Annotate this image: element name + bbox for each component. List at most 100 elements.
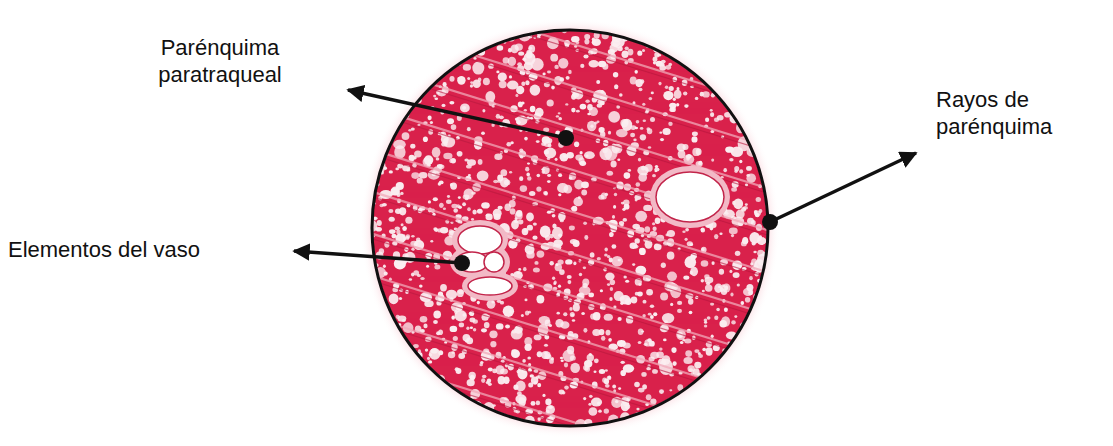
cell-lumen [608, 338, 612, 342]
cell-lumen [398, 80, 402, 83]
cell-lumen [710, 109, 713, 112]
cell-lumen [524, 109, 527, 112]
cell-lumen [516, 210, 522, 217]
ray-wall [360, 235, 780, 365]
cell-lumen [558, 234, 562, 237]
cell-lumen [389, 217, 395, 222]
cell-lumen [717, 29, 727, 37]
cell-lumen [426, 265, 429, 268]
cell-lumen [673, 98, 676, 101]
cell-lumen [580, 151, 583, 154]
cell-lumen [470, 405, 476, 410]
cell-lumen [736, 210, 745, 219]
cell-lumen [569, 307, 572, 311]
cell-lumen [545, 235, 550, 241]
cell-lumen [395, 168, 399, 171]
cell-lumen [694, 383, 706, 395]
cell-lumen [558, 173, 562, 177]
cell-lumen [618, 387, 621, 390]
cell-lumen [536, 186, 541, 191]
cell-lumen [423, 59, 426, 62]
cell-lumen [442, 104, 446, 107]
cell-lumen [617, 159, 620, 161]
cell-lumen [614, 193, 617, 197]
vessel-element [468, 277, 512, 295]
cell-lumen [724, 68, 728, 72]
cell-lumen [386, 357, 392, 362]
cell-lumen [373, 170, 376, 173]
cell-lumen [669, 389, 672, 391]
cell-lumen [462, 409, 468, 413]
cell-lumen [702, 91, 709, 97]
cell-lumen [471, 191, 476, 194]
cell-lumen [684, 339, 691, 344]
leader-dot [558, 130, 574, 146]
cell-lumen [612, 385, 616, 389]
cell-lumen [695, 387, 698, 390]
cell-lumen [457, 76, 465, 85]
cell-lumen [384, 338, 388, 341]
cell-lumen [430, 121, 433, 124]
cell-lumen [547, 180, 551, 183]
cell-lumen [373, 124, 384, 132]
cell-lumen [728, 75, 731, 78]
cell-lumen [572, 319, 575, 322]
cell-lumen [448, 351, 455, 358]
cell-lumen [372, 35, 376, 38]
cell-lumen [543, 73, 546, 76]
leader-dot [454, 255, 470, 271]
cell-lumen [480, 29, 484, 34]
cell-lumen [371, 285, 375, 288]
cell-lumen [647, 128, 652, 134]
cell-lumen [574, 180, 583, 190]
cell-lumen [724, 58, 732, 67]
cell-lumen [433, 28, 445, 40]
cell-lumen [711, 159, 714, 162]
cell-lumen [565, 259, 572, 264]
cell-lumen [693, 63, 698, 68]
cell-lumen [739, 403, 743, 407]
cell-lumen [756, 197, 761, 202]
cell-lumen [532, 236, 537, 240]
cell-lumen [686, 156, 690, 160]
cell-lumen [457, 77, 460, 80]
cell-lumen [525, 344, 532, 351]
cell-lumen [584, 235, 588, 240]
cell-lumen [473, 319, 478, 323]
cell-lumen [451, 158, 456, 163]
cell-lumen [681, 54, 686, 60]
cell-lumen [539, 316, 550, 324]
cell-lumen [380, 304, 383, 307]
cell-lumen [674, 405, 683, 412]
cell-lumen [661, 60, 666, 64]
cell-lumen [400, 76, 407, 81]
cell-lumen [612, 215, 615, 219]
cell-lumen [573, 197, 583, 206]
cell-lumen [513, 385, 518, 390]
cell-lumen [543, 128, 549, 132]
cell-lumen [581, 312, 585, 315]
cell-lumen [515, 394, 526, 403]
vessel-element [484, 252, 504, 272]
cell-lumen [746, 355, 751, 359]
cell-lumen [428, 115, 432, 120]
cell-lumen [544, 149, 549, 154]
cell-lumen [635, 211, 647, 222]
cell-lumen [653, 312, 657, 316]
cell-lumen [496, 71, 499, 74]
cell-lumen [646, 289, 653, 295]
cell-lumen [759, 209, 763, 213]
cell-lumen [373, 400, 378, 404]
cell-lumen [558, 193, 561, 196]
cell-lumen [749, 276, 753, 280]
cell-lumen [741, 33, 746, 37]
cell-lumen [682, 231, 685, 233]
cell-lumen [740, 331, 746, 336]
cell-lumen [488, 367, 493, 371]
cell-lumen [578, 196, 581, 199]
cell-lumen [698, 352, 701, 355]
cell-lumen [635, 70, 638, 74]
cell-lumen [649, 97, 653, 100]
cell-lumen [604, 145, 617, 160]
cell-lumen [704, 321, 707, 324]
